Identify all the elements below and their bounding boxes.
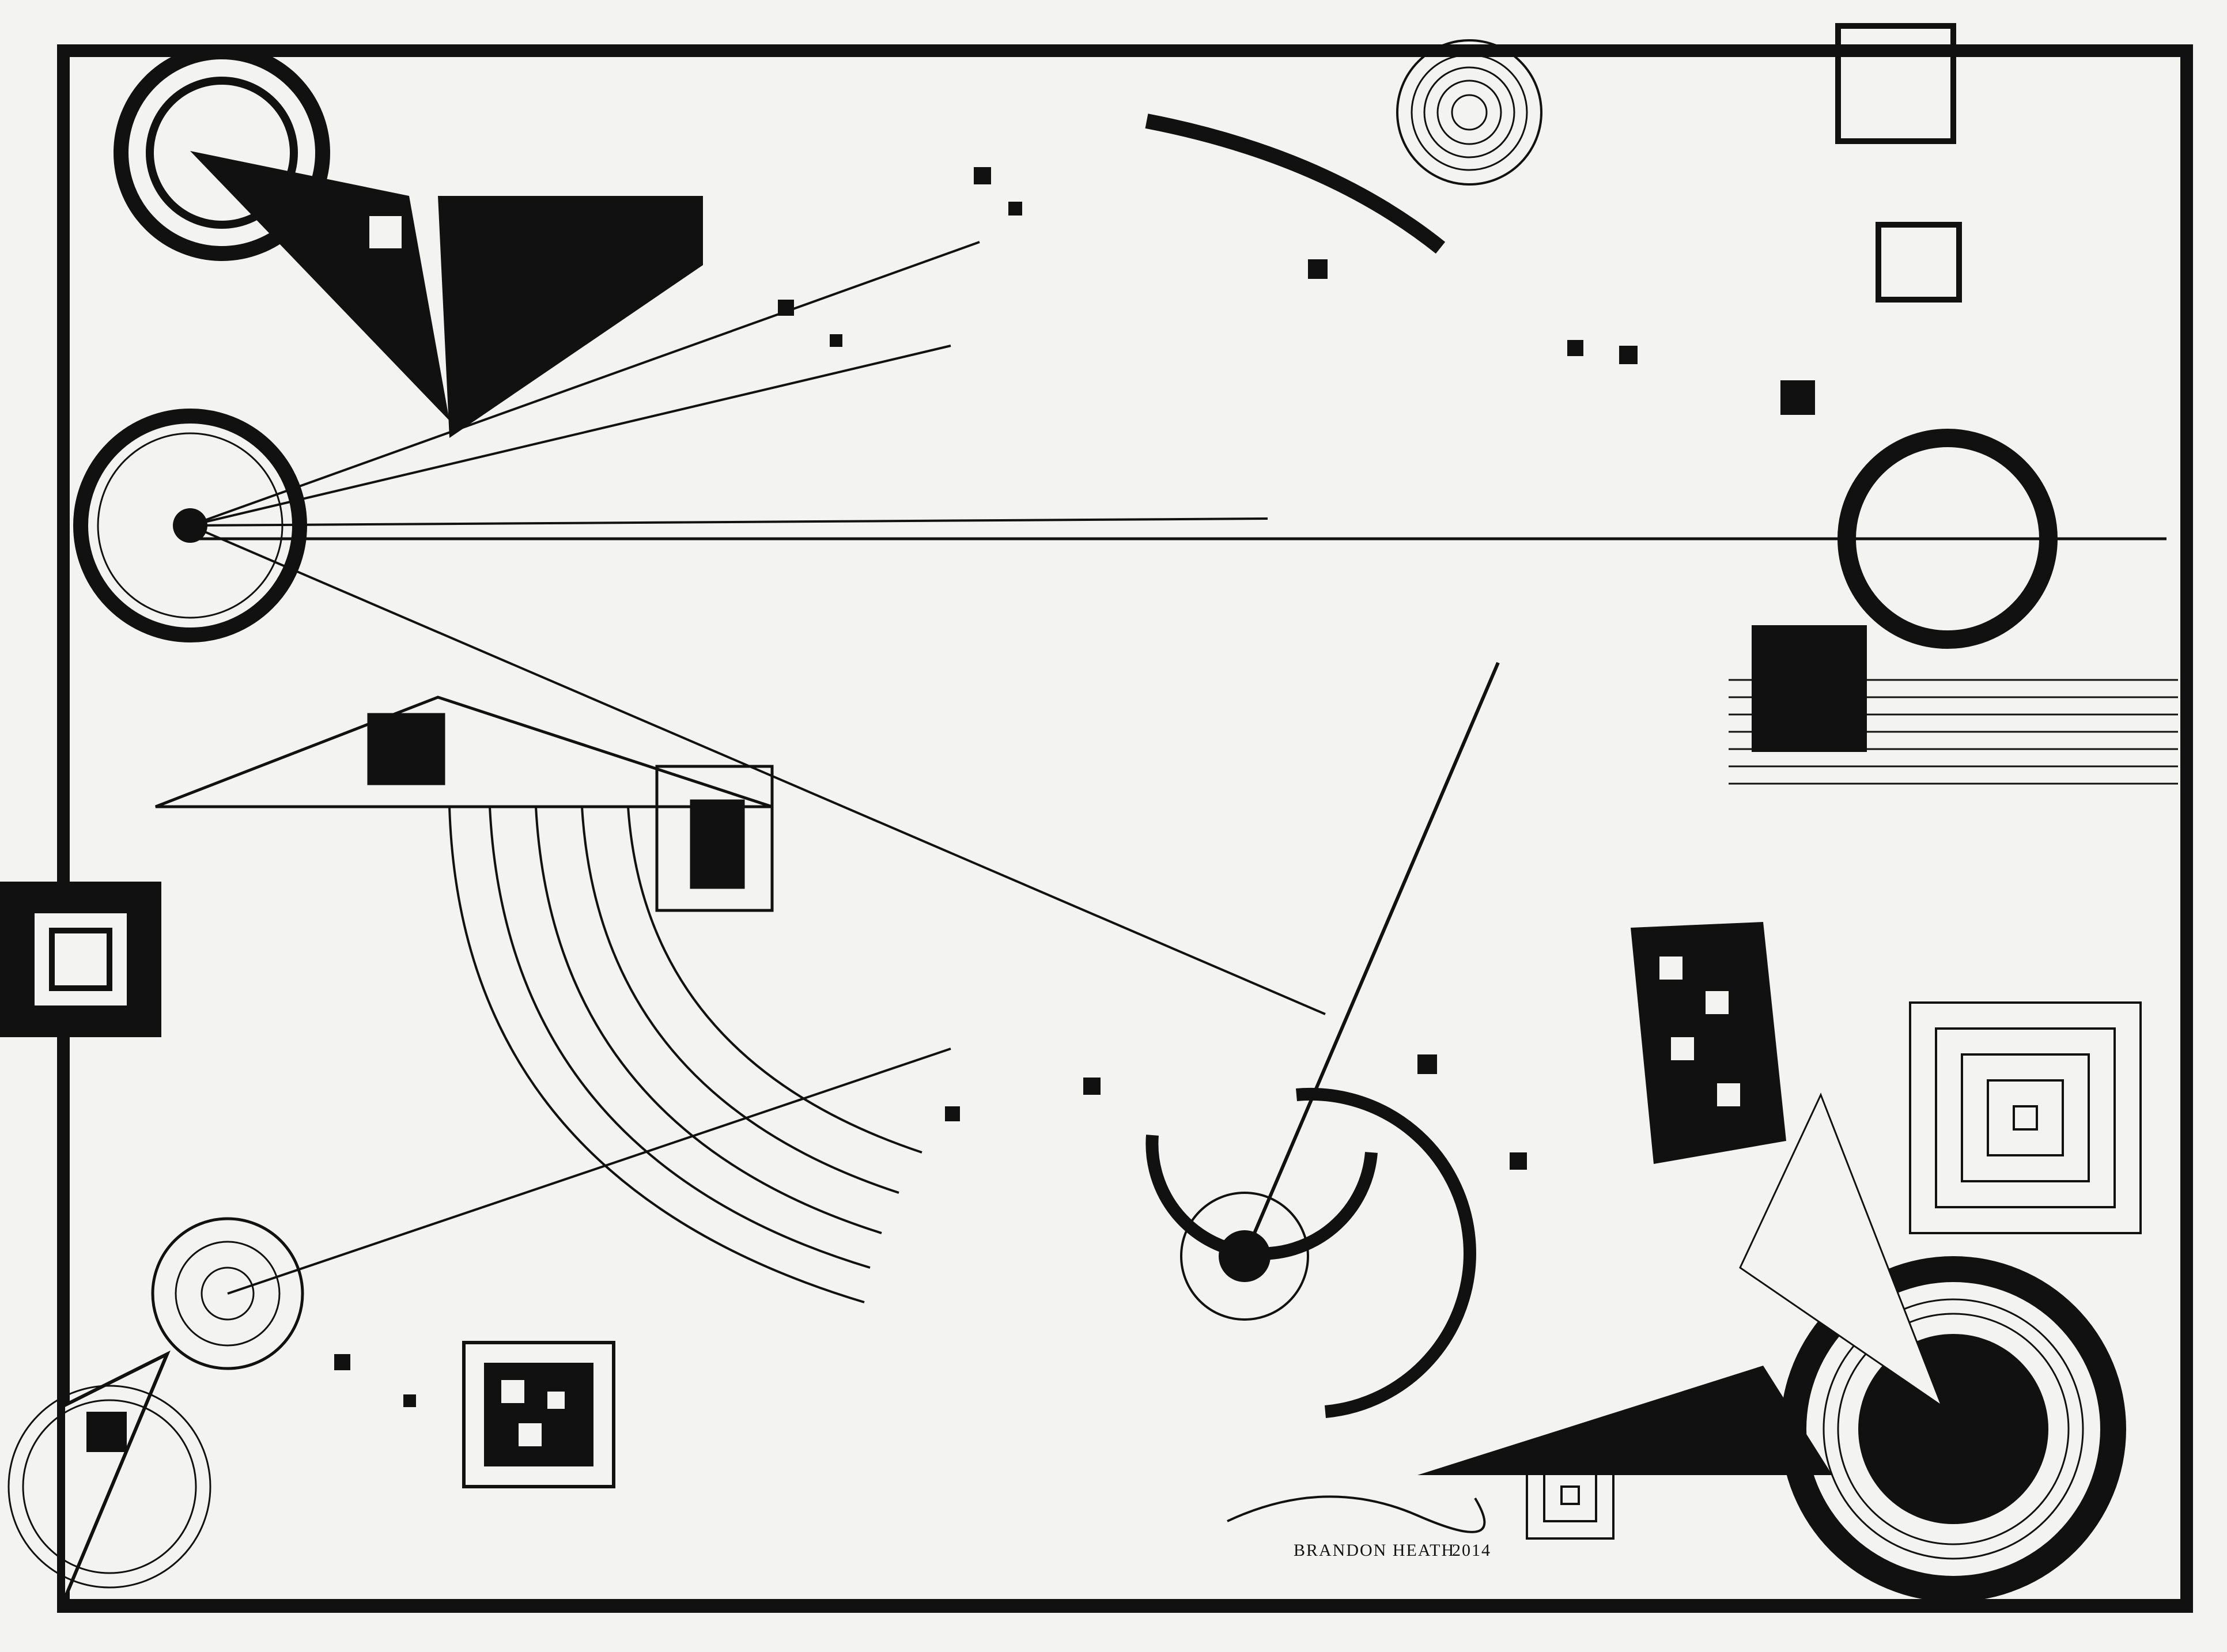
artist-signature: BRANDON HEATH 2014 — [1227, 1495, 1491, 1560]
signature-name: BRANDON HEATH — [1294, 1541, 1455, 1560]
right-spiral-square — [1909, 1001, 2142, 1234]
diagonal-beam — [1243, 661, 1500, 1257]
bottom-right-target — [1739, 1092, 2126, 1602]
bottom-frame-bar — [63, 1599, 2187, 1612]
left-nested-square — [0, 882, 161, 1037]
top-center-target — [1396, 39, 1542, 186]
dark-wedge-top-left — [438, 196, 703, 438]
bottom-left-eye — [151, 1048, 951, 1370]
top-arc-band — [1145, 114, 1446, 254]
signature-year: 2014 — [1452, 1541, 1491, 1560]
right-fan-wedge — [1631, 922, 1786, 1164]
dark-block-right — [1752, 625, 1867, 752]
top-right-squares — [1835, 23, 1962, 303]
bottom-dark-wedge — [1417, 1366, 1832, 1475]
bottom-left-corner-triangle — [7, 1350, 211, 1603]
bottom-center-square — [462, 1341, 615, 1488]
converging-beams-left — [190, 241, 1326, 1015]
sweeping-arcs — [448, 806, 922, 1303]
scattered-squares — [334, 167, 1815, 1407]
isometric-house — [155, 695, 774, 912]
bottom-right-small-spiral — [1526, 1451, 1615, 1540]
top-left-circle-triangle — [114, 44, 449, 421]
